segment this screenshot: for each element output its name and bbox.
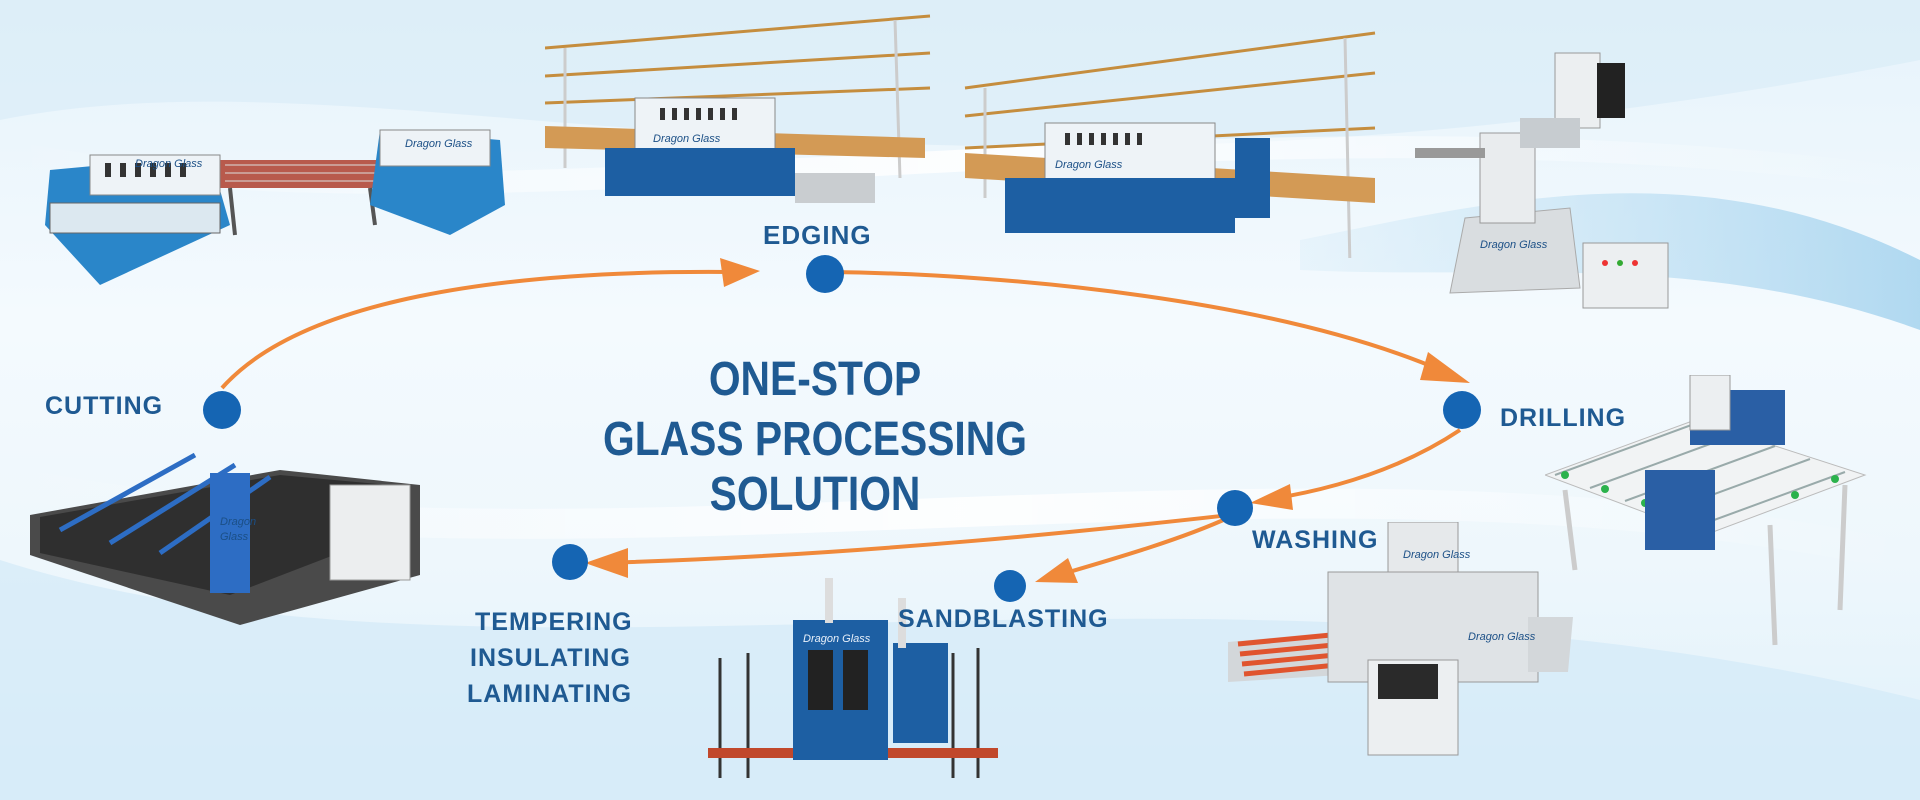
node-washing xyxy=(1217,490,1253,526)
node-finishing xyxy=(552,544,588,580)
label-washing: WASHING xyxy=(1252,526,1379,554)
label-tempering: TEMPERING xyxy=(475,608,633,636)
svg-text:Dragon Glass: Dragon Glass xyxy=(135,158,203,170)
svg-text:Dragon Glass: Dragon Glass xyxy=(405,138,473,150)
label-sandblasting: SANDBLASTING xyxy=(898,605,1109,633)
svg-text:Dragon Glass: Dragon Glass xyxy=(653,133,721,145)
node-sandblasting xyxy=(994,570,1026,602)
edging-machine-2-image: Dragon Glass xyxy=(964,31,1376,258)
label-cutting: CUTTING xyxy=(45,392,164,420)
svg-text:Dragon Glass: Dragon Glass xyxy=(1468,631,1536,643)
node-drilling xyxy=(1443,391,1481,429)
label-drilling: DRILLING xyxy=(1500,404,1627,432)
label-insulating: INSULATING xyxy=(470,644,631,672)
edging-machine-1-image: Dragon Glass xyxy=(545,14,931,203)
label-laminating: LAMINATING xyxy=(467,680,633,708)
arrowheads xyxy=(585,258,1470,583)
washing-machine-image: Dragon Glass Dragon Glass xyxy=(1228,522,1573,756)
svg-text:Dragon Glass: Dragon Glass xyxy=(1403,549,1471,561)
svg-text:Dragon Glass: Dragon Glass xyxy=(803,633,871,645)
svg-text:Dragon: Dragon xyxy=(220,516,256,528)
svg-text:Dragon Glass: Dragon Glass xyxy=(1055,159,1123,171)
sandblasting-machine-image: Dragon Glass xyxy=(708,578,998,778)
svg-text:Glass: Glass xyxy=(220,531,249,543)
title-line-2: GLASS PROCESSING SOLUTION xyxy=(603,413,1027,521)
title-line-1: ONE-STOP xyxy=(708,353,922,406)
node-edging xyxy=(806,255,844,293)
svg-text:Dragon Glass: Dragon Glass xyxy=(1480,239,1548,251)
cutting-table-image: Dragon Glass xyxy=(30,452,420,625)
shape-edging-machine-image: Dragon Glass xyxy=(1415,52,1669,309)
double-edger-machine-image: Dragon Glass Dragon Glass xyxy=(45,129,505,285)
drilling-machine-image xyxy=(1545,375,1867,646)
node-cutting xyxy=(203,391,241,429)
cycle-nodes xyxy=(203,255,1481,602)
label-edging: EDGING xyxy=(763,220,872,250)
